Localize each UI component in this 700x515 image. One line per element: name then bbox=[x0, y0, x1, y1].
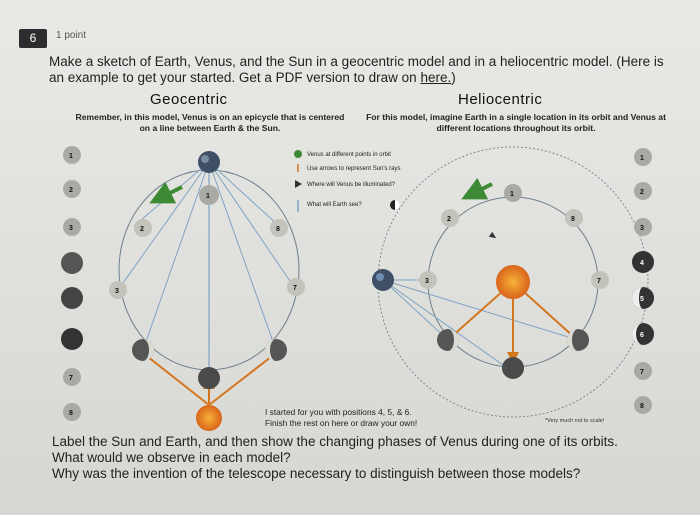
worksheet-instructions: I started for you with positions 4, 5, &… bbox=[265, 407, 417, 429]
helio-sun bbox=[496, 265, 530, 299]
footer-line-3: Why was the invention of the telescope n… bbox=[52, 466, 692, 482]
svg-text:7: 7 bbox=[69, 375, 73, 382]
svg-text:2: 2 bbox=[447, 216, 451, 223]
svg-text:7: 7 bbox=[640, 369, 644, 376]
svg-text:What will Earth see?: What will Earth see? bbox=[307, 202, 362, 208]
heliocentric-diagram: 1 2 3 7 8 bbox=[372, 147, 648, 417]
legend: Venus at different points in orbit Use a… bbox=[294, 150, 401, 212]
svg-text:8: 8 bbox=[69, 410, 73, 417]
svg-text:2: 2 bbox=[140, 226, 144, 233]
svg-text:1: 1 bbox=[640, 155, 644, 162]
finish-line: Finish the rest on here or draw your own… bbox=[265, 418, 417, 429]
helio-earth bbox=[372, 269, 394, 291]
svg-text:5: 5 bbox=[640, 296, 644, 303]
svg-text:Venus at different points in o: Venus at different points in orbit bbox=[307, 152, 391, 158]
footer-line-1: Label the Sun and Earth, and then show t… bbox=[52, 434, 692, 450]
svg-text:3: 3 bbox=[425, 278, 429, 285]
footer-line-2: What would we observe in each model? bbox=[52, 450, 692, 466]
left-phase-column: 1 2 3 7 8 bbox=[61, 146, 83, 421]
svg-text:2: 2 bbox=[69, 187, 73, 194]
svg-text:1: 1 bbox=[206, 193, 210, 200]
svg-text:8: 8 bbox=[571, 216, 575, 223]
svg-text:4: 4 bbox=[640, 260, 644, 267]
svg-text:8: 8 bbox=[276, 226, 280, 233]
footer-text: Label the Sun and Earth, and then show t… bbox=[52, 434, 692, 482]
svg-text:Where will Venus be illuminate: Where will Venus be illuminated? bbox=[307, 182, 396, 188]
svg-text:7: 7 bbox=[293, 285, 297, 292]
geo-earth bbox=[198, 151, 220, 173]
svg-text:3: 3 bbox=[115, 288, 119, 295]
right-phase-column: 1 2 3 4 5 6 7 8 bbox=[632, 148, 654, 414]
svg-text:1: 1 bbox=[510, 191, 514, 198]
svg-text:Use arrows to represent Sun's: Use arrows to represent Sun's rays bbox=[307, 166, 401, 172]
svg-text:3: 3 bbox=[640, 225, 644, 232]
svg-text:8: 8 bbox=[640, 403, 644, 410]
svg-text:7: 7 bbox=[597, 278, 601, 285]
geocentric-diagram: 1 2 3 7 8 bbox=[109, 151, 305, 431]
started-line: I started for you with positions 4, 5, &… bbox=[265, 407, 417, 418]
svg-text:2: 2 bbox=[640, 189, 644, 196]
svg-text:6: 6 bbox=[640, 332, 644, 339]
svg-text:3: 3 bbox=[69, 225, 73, 232]
svg-text:1: 1 bbox=[69, 153, 73, 160]
scale-note: *Very much not to scale! bbox=[545, 418, 604, 424]
geo-sun bbox=[196, 405, 222, 431]
